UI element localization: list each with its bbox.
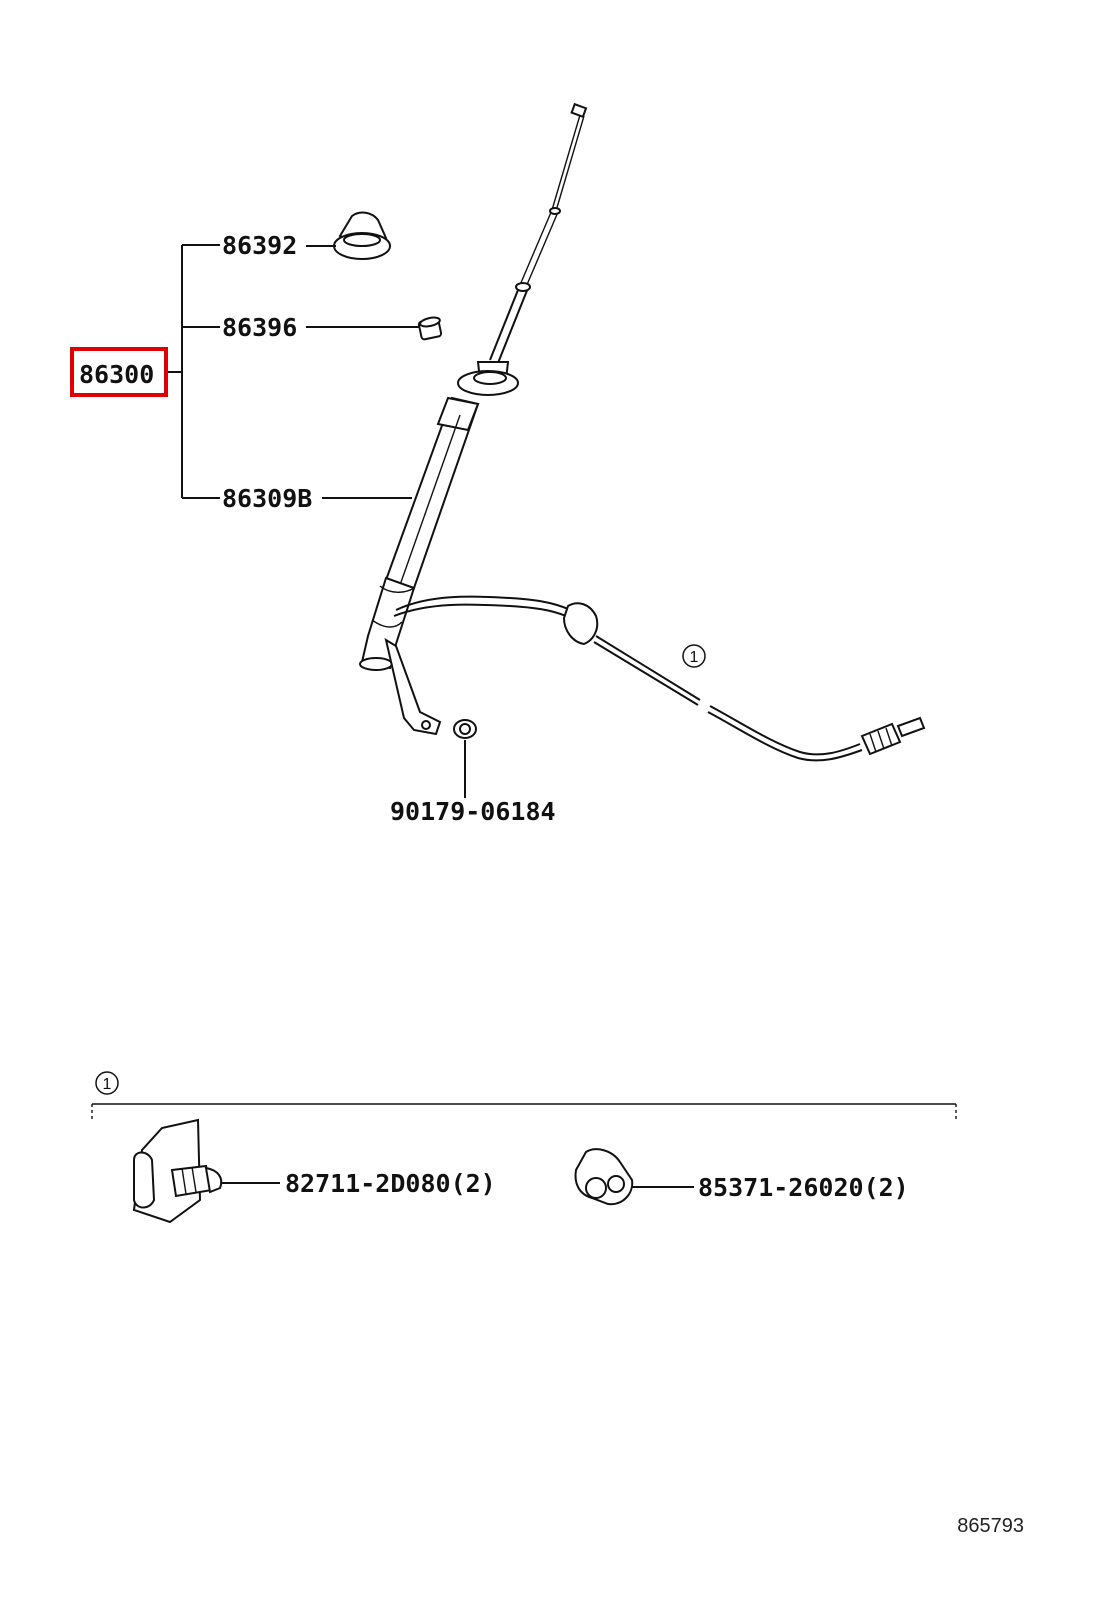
label-cap[interactable]: 86392 [222,231,297,260]
clip-part [132,1118,223,1224]
ref-mark-cable: 1 [682,644,706,668]
cap-part [333,211,391,260]
label-nut[interactable]: 90179-06184 [390,797,556,826]
antenna-mast-drawing [359,102,926,762]
clamp-part [574,1148,634,1206]
bushing-part [417,316,443,341]
label-mast[interactable]: 86309B [222,484,312,513]
diagram-id: 865793 [957,1515,1024,1537]
label-clip[interactable]: 82711-2D080(2) [285,1169,496,1198]
group-bracket: 1 [91,1071,957,1122]
label-assembly[interactable]: 86300 [79,360,154,389]
ref-mark-cable-text: 1 [690,649,699,666]
leader-lines [166,244,694,1188]
highlight-box [70,347,168,397]
label-clamp[interactable]: 85371-26020(2) [698,1173,909,1202]
nut-part [453,719,477,739]
label-bushing[interactable]: 86396 [222,313,297,342]
ref-mark-group-text: 1 [103,1076,112,1093]
